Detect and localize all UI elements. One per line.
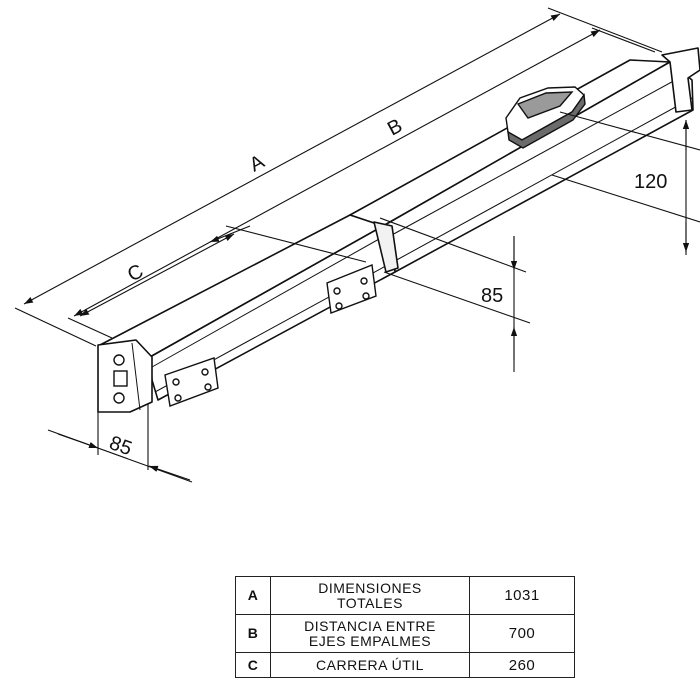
- table-row: C CARRERA ÚTIL 260: [235, 652, 575, 678]
- row-description: DISTANCIA ENTRE EJES EMPALMES: [270, 614, 470, 653]
- label-85-height: 85: [481, 285, 503, 307]
- row-value: 1031: [469, 576, 575, 615]
- row-key: A: [235, 576, 271, 615]
- row-key: C: [235, 652, 271, 678]
- row-value: 700: [469, 614, 575, 653]
- front-cap-holes: [113, 354, 128, 404]
- rear-end-bracket: [661, 47, 700, 113]
- label-85-width: 85: [106, 432, 134, 460]
- front-mounting-plate: [164, 357, 219, 407]
- actuator-body: [97, 47, 700, 413]
- label-b: B: [384, 115, 406, 141]
- row-description: DIMENSIONES TOTALES: [270, 576, 470, 615]
- label-120: 120: [634, 171, 667, 193]
- table-row: A DIMENSIONES TOTALES 1031: [235, 576, 575, 615]
- table-row: B DISTANCIA ENTRE EJES EMPALMES 700: [235, 614, 575, 653]
- row-description: CARRERA ÚTIL: [270, 652, 470, 678]
- actuator-drawing: A B C 120 85 85: [14, 7, 700, 483]
- row-key: B: [235, 614, 271, 653]
- dim-line-c: [79, 233, 235, 317]
- row-value: 260: [469, 652, 575, 678]
- dimension-lines: [14, 7, 700, 483]
- dimensions-table: A DIMENSIONES TOTALES 1031 B DISTANCIA E…: [235, 576, 575, 678]
- label-a: A: [246, 150, 269, 176]
